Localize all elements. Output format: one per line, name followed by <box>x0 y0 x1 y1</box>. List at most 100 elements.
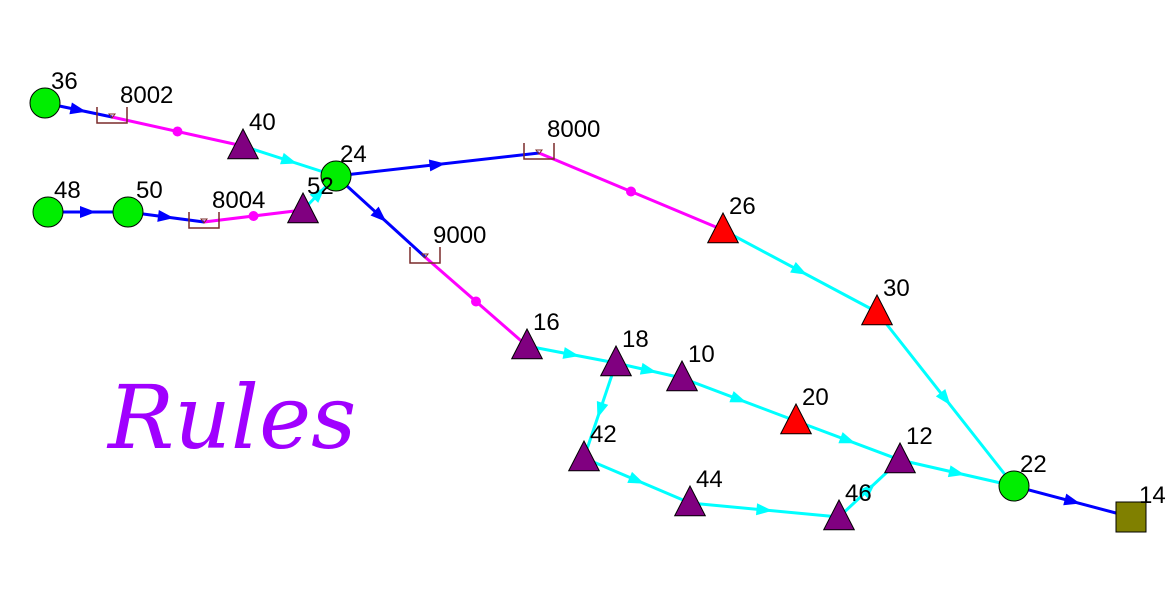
junction-circle-icon <box>112 196 144 228</box>
link-22-14[interactable] <box>1013 484 1132 519</box>
triangle-node-icon <box>706 211 740 244</box>
node-label-18: 18 <box>622 326 649 353</box>
flow-arrow-icon <box>639 362 657 375</box>
node-14[interactable] <box>1115 501 1147 533</box>
link-16-18[interactable] <box>526 344 617 365</box>
node-48[interactable] <box>32 196 64 228</box>
link-42-44[interactable] <box>583 456 691 505</box>
link-24-9000[interactable] <box>334 174 427 259</box>
flow-arrow-icon <box>157 210 174 222</box>
triangle-node-icon <box>599 344 633 377</box>
triangle-node-icon <box>860 293 894 326</box>
triangle-node-icon <box>779 402 813 435</box>
node-10[interactable] <box>665 359 699 392</box>
triangle-node-icon <box>665 359 699 392</box>
link-40-24[interactable] <box>242 144 337 178</box>
flow-arrow-icon <box>69 102 87 115</box>
flow-arrow-icon <box>309 187 326 203</box>
link-8000-26[interactable] <box>538 151 724 232</box>
valve-symbol-icon <box>523 143 555 160</box>
link-8002-40[interactable] <box>111 115 244 148</box>
node-22[interactable] <box>998 470 1030 502</box>
node-36[interactable] <box>29 87 61 119</box>
node-8004[interactable] <box>188 212 220 229</box>
link-20-12[interactable] <box>795 419 901 462</box>
node-26[interactable] <box>706 211 740 244</box>
junction-circle-icon <box>998 470 1030 502</box>
node-16[interactable] <box>510 327 544 360</box>
node-9000[interactable] <box>409 247 441 264</box>
node-12[interactable] <box>883 441 917 474</box>
node-label-46: 46 <box>845 480 872 507</box>
link-24-8000[interactable] <box>335 151 540 178</box>
diagram-title: Rules <box>106 366 356 469</box>
flow-arrow-icon <box>562 347 580 359</box>
node-8000[interactable] <box>523 143 555 160</box>
triangle-node-icon <box>226 127 260 160</box>
node-label-40: 40 <box>249 109 276 136</box>
node-label-16: 16 <box>533 309 560 336</box>
valve-symbol-icon <box>409 247 441 264</box>
node-label-20: 20 <box>802 384 829 411</box>
triangle-node-icon <box>822 498 856 531</box>
node-label-50: 50 <box>136 177 163 204</box>
node-label-12: 12 <box>906 423 933 450</box>
flow-arrow-icon <box>370 206 387 222</box>
links-layer <box>44 101 1132 519</box>
flow-arrow-icon <box>1063 493 1081 506</box>
flow-arrow-icon <box>80 206 96 218</box>
node-label-52: 52 <box>307 173 334 200</box>
link-9000-16[interactable] <box>424 255 528 348</box>
valve-symbol-icon <box>188 212 220 229</box>
node-label-9000: 9000 <box>433 222 486 249</box>
flow-arrow-icon <box>428 159 446 172</box>
node-42[interactable] <box>567 439 601 472</box>
node-label-26: 26 <box>729 193 756 220</box>
flow-arrow-icon <box>947 465 965 478</box>
triangle-node-icon <box>510 327 544 360</box>
link-26-30[interactable] <box>722 228 878 314</box>
link-44-46[interactable] <box>689 501 840 519</box>
flow-arrow-icon <box>280 152 298 165</box>
flow-arrow-icon <box>935 389 951 406</box>
node-44[interactable] <box>673 484 707 517</box>
triangle-node-icon <box>567 439 601 472</box>
link-18-10[interactable] <box>615 361 683 380</box>
node-40[interactable] <box>226 127 260 160</box>
node-label-36: 36 <box>51 68 78 95</box>
node-label-30: 30 <box>883 275 910 302</box>
node-46[interactable] <box>822 498 856 531</box>
junction-circle-icon <box>32 196 64 228</box>
flow-arrow-icon <box>838 432 856 444</box>
node-label-24: 24 <box>340 141 367 168</box>
link-30-22[interactable] <box>875 311 1016 487</box>
triangle-node-icon <box>673 484 707 517</box>
node-50[interactable] <box>112 196 144 228</box>
link-18-42[interactable] <box>582 362 618 459</box>
link-10-20[interactable] <box>681 376 797 423</box>
link-8004-52[interactable] <box>203 208 304 224</box>
link-12-22[interactable] <box>899 458 1015 488</box>
node-label-48: 48 <box>54 177 81 204</box>
node-label-44: 44 <box>696 466 723 493</box>
node-20[interactable] <box>779 402 813 435</box>
node-label-10: 10 <box>688 341 715 368</box>
flow-arrow-icon <box>596 401 609 419</box>
valve-marker-icon <box>471 296 481 307</box>
node-8002[interactable] <box>96 107 128 124</box>
node-52[interactable] <box>286 191 320 224</box>
junction-circle-icon <box>29 87 61 119</box>
flow-arrow-icon <box>755 503 773 516</box>
valve-marker-icon <box>248 211 259 221</box>
valve-symbol-icon <box>96 107 128 124</box>
node-label-8000: 8000 <box>547 116 600 143</box>
node-30[interactable] <box>860 293 894 326</box>
flow-arrow-icon <box>859 483 876 499</box>
node-18[interactable] <box>599 344 633 377</box>
flow-arrow-icon <box>790 261 808 275</box>
nodes-layer <box>29 87 1147 533</box>
triangle-node-icon <box>883 441 917 474</box>
node-24[interactable] <box>320 160 352 192</box>
